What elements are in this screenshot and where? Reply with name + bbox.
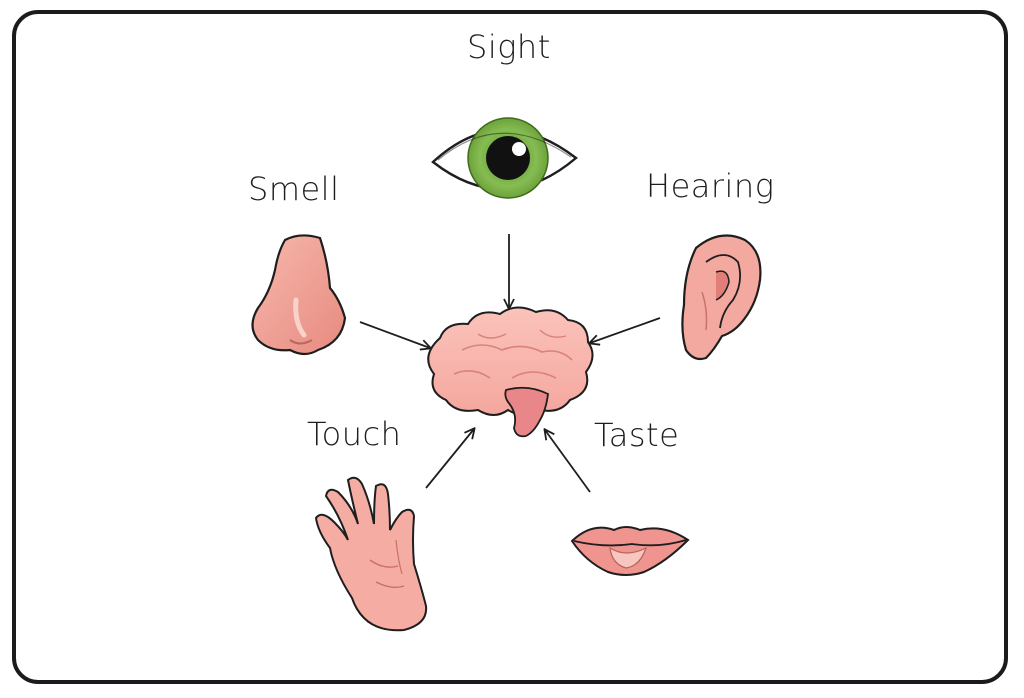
arrow-smell — [359, 321, 430, 348]
arrow-hearing — [590, 317, 661, 343]
brain-icon — [427, 306, 594, 438]
lips-icon — [570, 526, 690, 576]
label-touch: Touch — [307, 415, 402, 453]
label-hearing: Hearing — [646, 167, 775, 205]
label-sight: Sight — [467, 28, 551, 66]
arrow-taste — [545, 430, 591, 493]
ear-icon — [681, 234, 762, 361]
nose-icon — [251, 234, 347, 356]
label-taste: Taste — [594, 416, 680, 454]
eye-icon — [431, 117, 578, 199]
hand-icon — [314, 476, 428, 632]
arrow-touch — [425, 429, 474, 489]
label-smell: Smell — [248, 170, 340, 208]
